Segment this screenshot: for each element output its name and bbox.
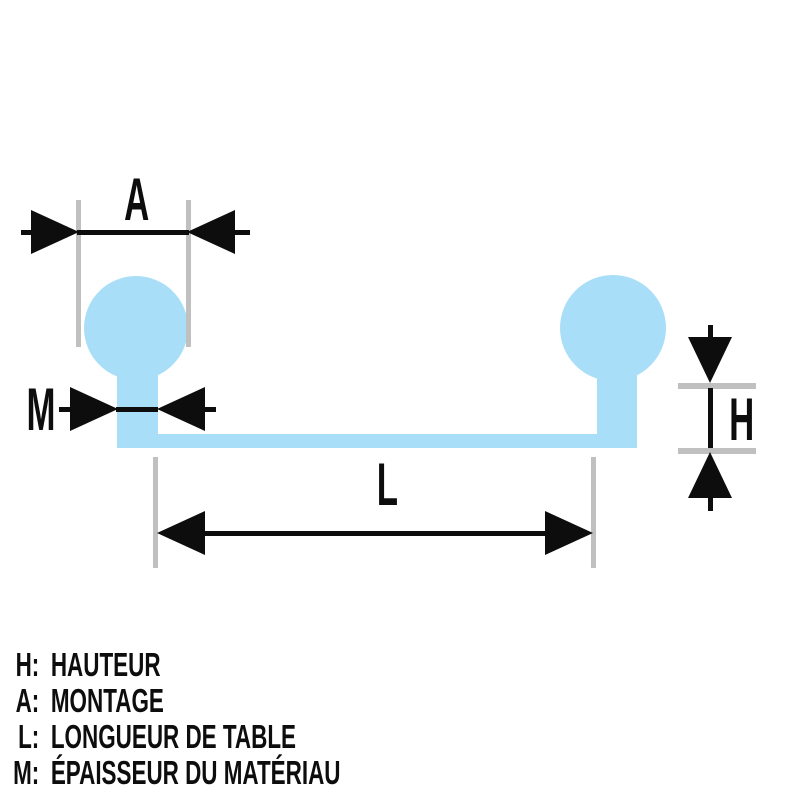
dim-a-tail-left: [21, 230, 33, 235]
dim-h-line: [708, 388, 713, 450]
legend-text-l: LONGUEUR DE TABLE: [50, 718, 297, 755]
dim-h-tail-bottom: [708, 497, 713, 511]
dim-m-tail-right: [204, 407, 216, 412]
legend-text-h: HAUTEUR: [50, 646, 161, 683]
dim-m-arrow-left-icon: [157, 387, 205, 431]
dim-a-tail-right: [234, 230, 250, 235]
dim-label-m: M: [11, 380, 71, 440]
legend-key-a: A:: [15, 682, 40, 719]
ext-line-h-bottom: [678, 448, 756, 454]
stem-left: [117, 330, 158, 448]
dim-l-arrow-right-icon: [545, 511, 593, 555]
legend-text-m: ÉPAISSEUR DU MATÉRIAU: [50, 754, 341, 791]
legend-key-l: L:: [18, 718, 40, 755]
legend-row-h: H: HAUTEUR: [8, 647, 341, 683]
ext-line-h-top: [678, 383, 756, 389]
dim-m-arrow-right-icon: [70, 387, 118, 431]
dim-h-arrow-up-icon: [688, 452, 732, 498]
dim-a-line: [77, 230, 189, 235]
dim-label-h-text: H: [729, 386, 755, 453]
dim-l-line: [203, 531, 547, 536]
legend: H: HAUTEUR A: MONTAGE L: LONGUEUR DE TAB…: [8, 647, 497, 791]
dim-m-line: [116, 407, 158, 412]
dim-l-arrow-left-icon: [157, 511, 205, 555]
legend-key-h: H:: [15, 646, 40, 683]
ext-line-l-left: [153, 457, 158, 568]
legend-row-m: M: ÉPAISSEUR DU MATÉRIAU: [8, 754, 341, 791]
dim-label-l-text: L: [376, 451, 398, 518]
dim-h-arrow-down-icon: [688, 337, 732, 383]
dim-label-l: L: [357, 455, 417, 515]
ext-line-l-right: [591, 457, 596, 568]
dim-m-tail-left: [59, 407, 71, 412]
crossbar: [117, 434, 635, 448]
dim-a-arrow-right-icon: [31, 210, 79, 254]
dim-h-tail-top: [708, 325, 713, 339]
dim-a-arrow-left-icon: [187, 210, 235, 254]
dim-label-a-text: A: [124, 166, 150, 233]
legend-key-m: M:: [13, 754, 40, 791]
dim-label-h: H: [712, 390, 772, 450]
ext-line-a-left: [76, 200, 81, 347]
dim-label-a: A: [107, 170, 167, 230]
legend-row-l: L: LONGUEUR DE TABLE: [8, 719, 341, 755]
legend-text-a: MONTAGE: [50, 682, 164, 719]
dim-label-m-text: M: [26, 376, 56, 443]
legend-row-a: A: MONTAGE: [8, 683, 341, 719]
ext-line-a-right: [186, 200, 191, 347]
stem-right: [597, 330, 637, 448]
